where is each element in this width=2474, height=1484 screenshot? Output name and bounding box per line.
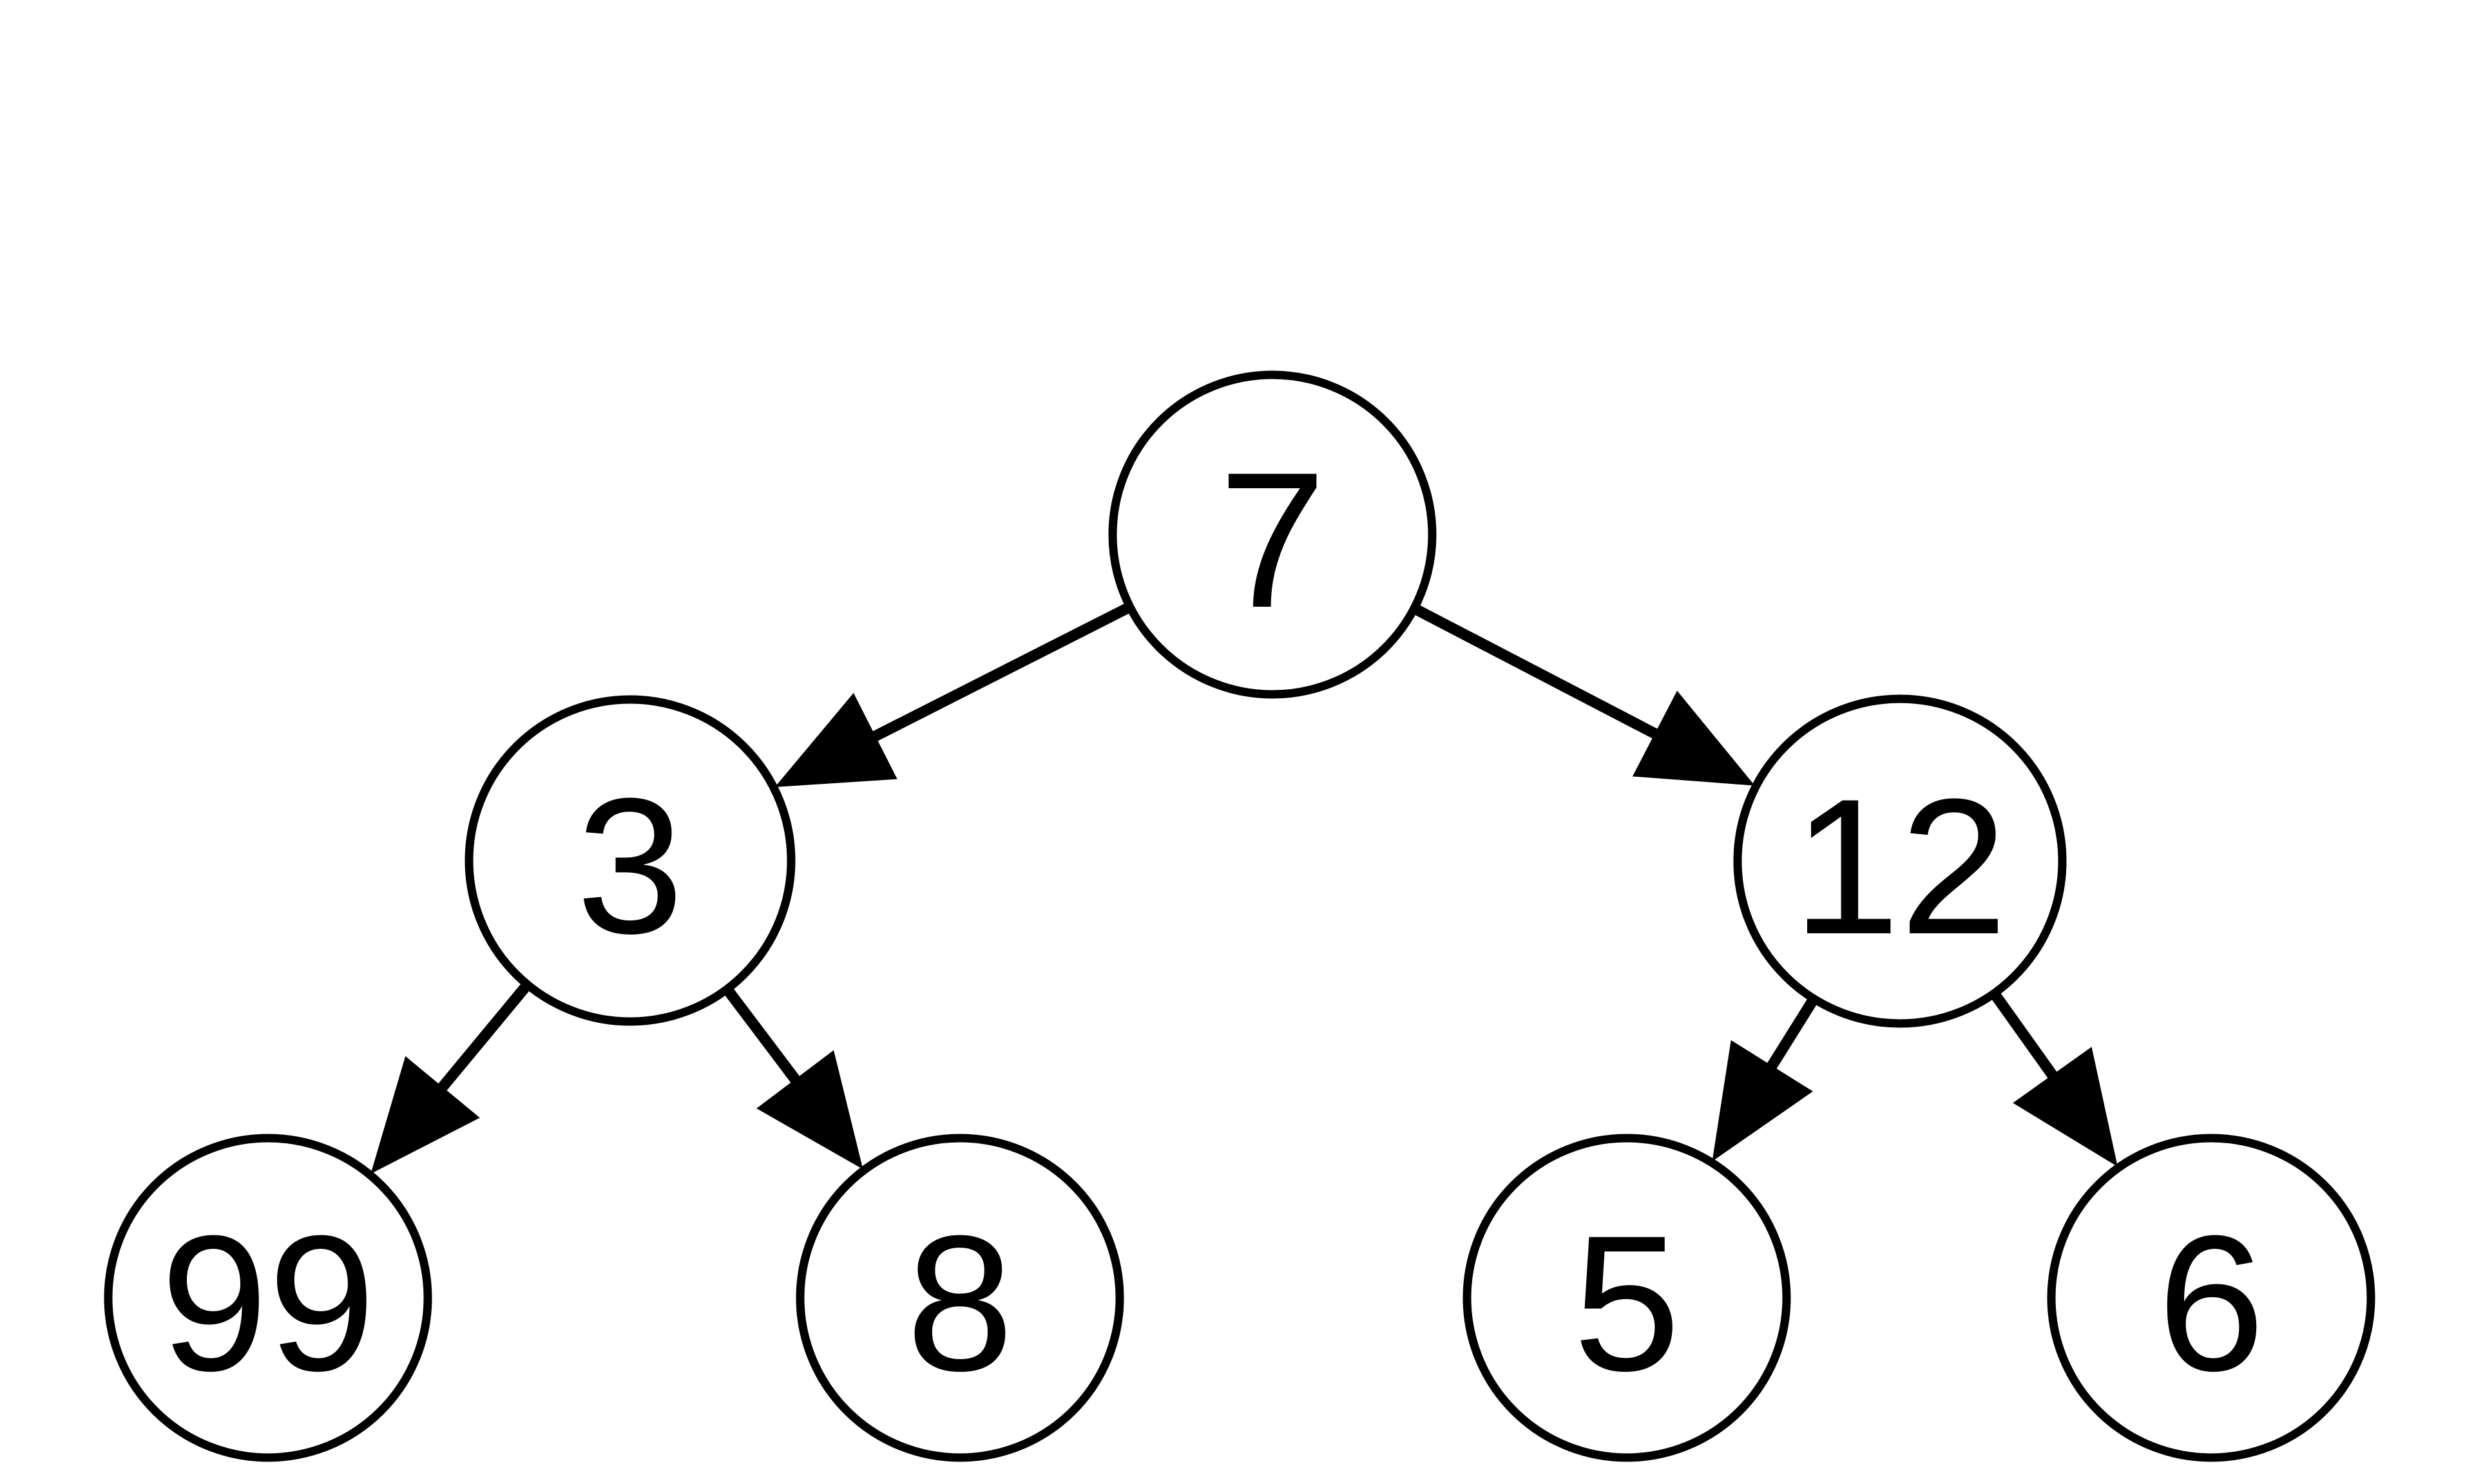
edge-arrowhead-icon: [370, 1056, 480, 1174]
tree-node[interactable]: 5: [1462, 1134, 1791, 1462]
edge-arrowhead-icon: [756, 1050, 863, 1170]
node-circle[interactable]: [796, 1134, 1124, 1462]
edge-line: [1414, 604, 1665, 743]
node-circle[interactable]: [1108, 370, 1437, 699]
tree-node[interactable]: 12: [1733, 694, 2067, 1028]
tree-edge: [774, 603, 1131, 787]
tree-edge: [1991, 992, 2118, 1167]
node-circle[interactable]: [1733, 694, 2067, 1028]
edge-line: [1762, 998, 1817, 1077]
tree-edge: [1712, 998, 1817, 1162]
edge-line: [432, 983, 530, 1098]
edges-layer: [370, 603, 2118, 1174]
tree-edge: [724, 987, 863, 1170]
node-label: 8: [906, 1195, 1014, 1411]
tree-node[interactable]: 6: [2047, 1134, 2375, 1462]
node-label: 99: [160, 1195, 376, 1411]
node-label: 7: [1219, 432, 1327, 648]
edge-arrowhead-icon: [2013, 1047, 2118, 1167]
node-circle[interactable]: [465, 695, 796, 1026]
node-label: 12: [1792, 758, 2008, 975]
tree-node[interactable]: 8: [796, 1134, 1124, 1462]
node-circle[interactable]: [2047, 1134, 2375, 1462]
edge-line: [724, 987, 805, 1090]
node-label: 5: [1573, 1195, 1681, 1411]
node-label: 3: [577, 757, 684, 974]
edge-arrowhead-icon: [1632, 690, 1755, 786]
tree-edge: [370, 983, 530, 1174]
tree-edge: [1414, 604, 1755, 786]
tree-node[interactable]: 3: [465, 695, 796, 1026]
edge-line: [865, 603, 1131, 745]
edge-arrowhead-icon: [774, 692, 897, 787]
tree-node[interactable]: 7: [1108, 370, 1437, 699]
node-label: 6: [2158, 1195, 2265, 1411]
node-circle[interactable]: [1462, 1134, 1791, 1462]
edge-arrowhead-icon: [1712, 1040, 1813, 1162]
edge-line: [1991, 992, 2062, 1086]
nodes-layer: 7 3 12 99 8 5 6: [104, 370, 2375, 1462]
tree-node[interactable]: 99: [104, 1134, 432, 1462]
node-circle[interactable]: [104, 1134, 432, 1462]
